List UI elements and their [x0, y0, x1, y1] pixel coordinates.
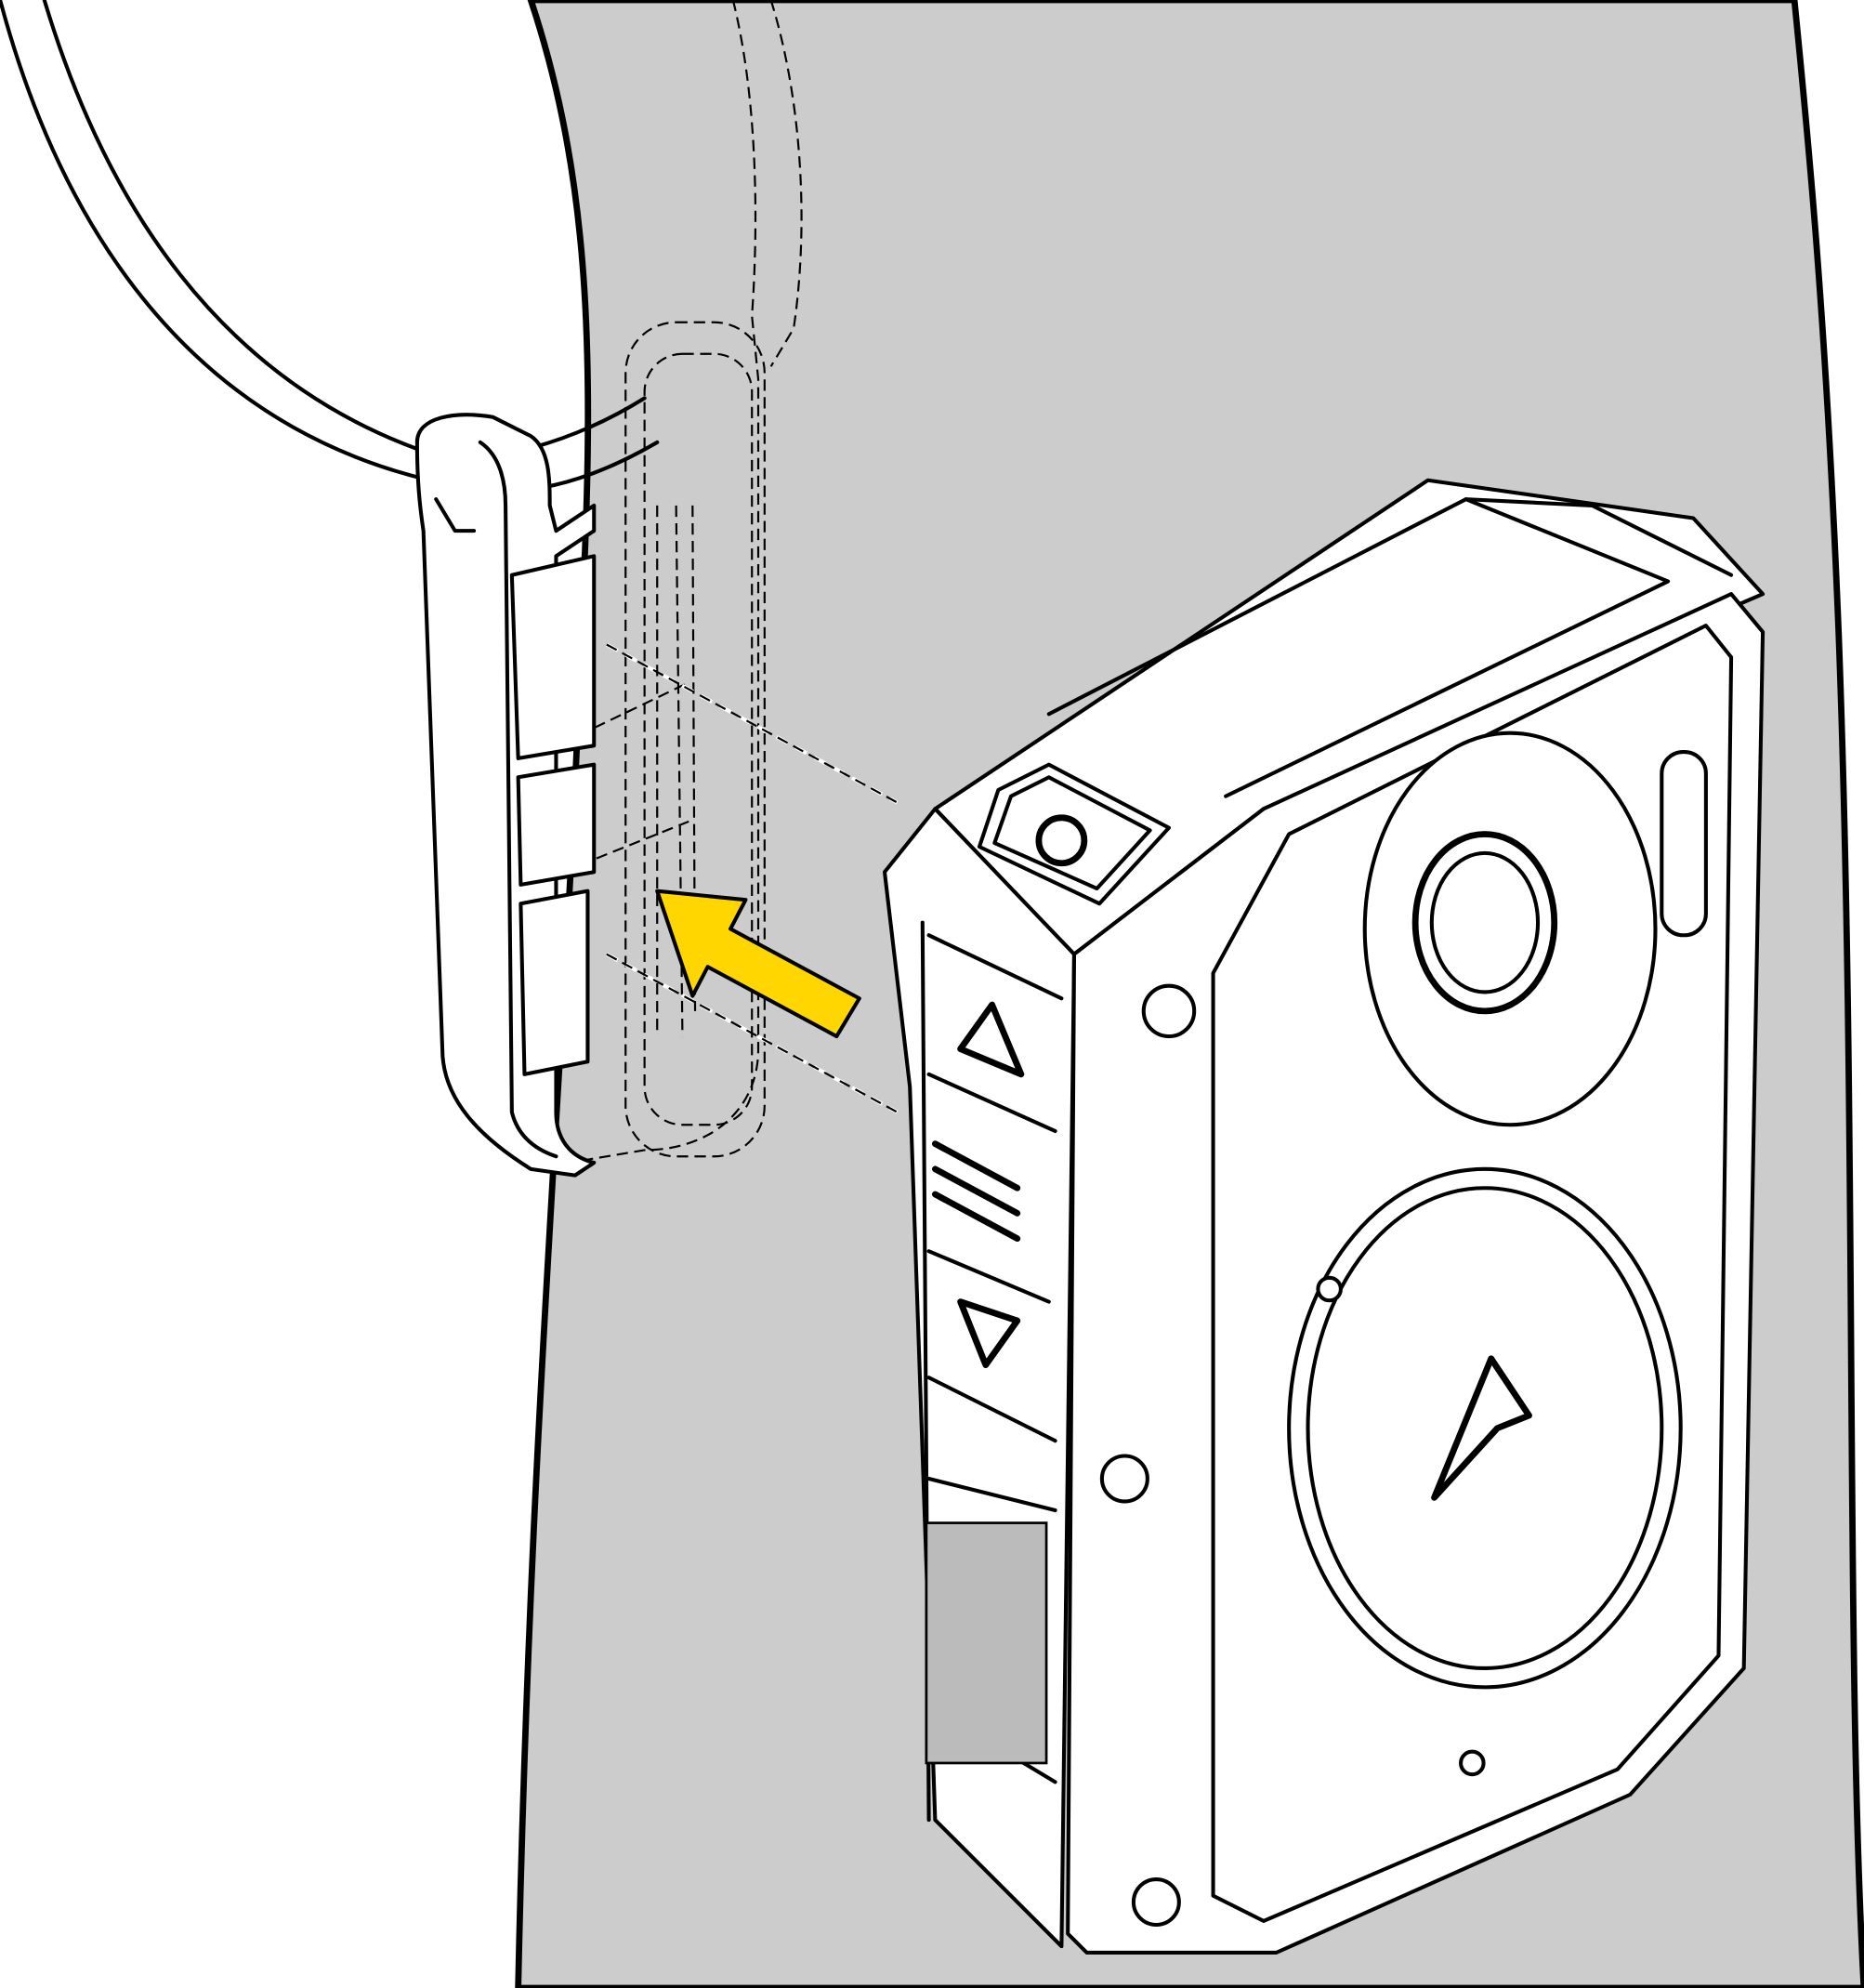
screw — [1099, 1454, 1149, 1504]
camera-lens — [1362, 731, 1658, 1127]
up-button-icon[interactable] — [957, 1001, 1025, 1078]
strap-clip — [414, 413, 597, 1178]
insert-direction-arrow — [655, 889, 861, 1039]
alignment-guides — [605, 642, 899, 1114]
grip-texture — [925, 1521, 1048, 1765]
power-icon — [1035, 814, 1088, 867]
body-camera — [882, 478, 1766, 1955]
record-button-plate[interactable] — [1287, 1166, 1683, 1690]
screw — [1141, 983, 1197, 1039]
brand-logo-icon — [1431, 1355, 1532, 1501]
menu-button-icon[interactable] — [932, 1140, 1021, 1243]
down-button-icon[interactable] — [957, 1298, 1021, 1369]
screw — [1131, 1877, 1181, 1928]
power-button[interactable] — [977, 762, 1172, 906]
